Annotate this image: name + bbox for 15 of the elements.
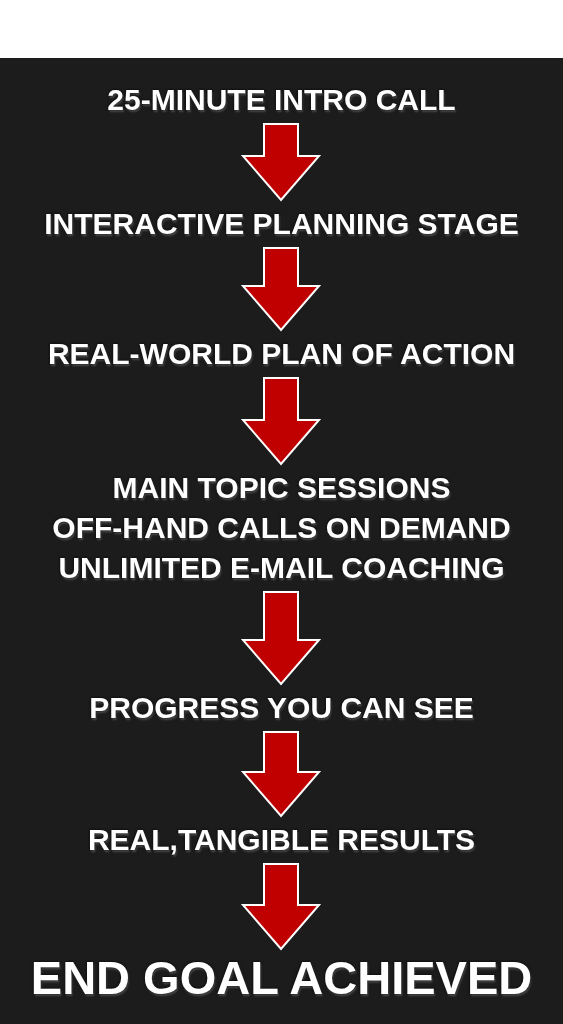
arrow	[240, 123, 322, 202]
step-text: 25-MINUTE INTRO CALL	[107, 82, 456, 118]
step-text: REAL,TANGIBLE RESULTS	[87, 822, 476, 858]
step-text: END GOAL ACHIEVED	[30, 953, 533, 1003]
step-text: UNLIMITED E-MAIL COACHING	[58, 550, 505, 586]
step-text: INTERACTIVE PLANNING STAGE	[44, 206, 519, 242]
arrow	[240, 731, 322, 818]
step-text: PROGRESS YOU CAN SEE	[89, 690, 474, 726]
arrow	[240, 591, 322, 686]
arrow	[240, 863, 322, 951]
step-text: OFF-HAND CALLS ON DEMAND	[52, 510, 511, 546]
step-text: MAIN TOPIC SESSIONS	[112, 470, 451, 506]
arrow	[240, 247, 322, 332]
arrow	[240, 377, 322, 466]
step-text: REAL-WORLD PLAN OF ACTION	[47, 336, 516, 372]
